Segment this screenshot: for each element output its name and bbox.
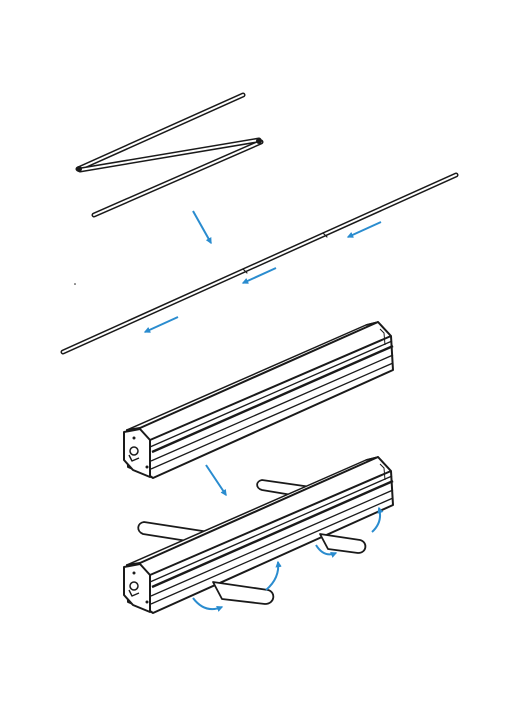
rotate-arrow-icon	[315, 544, 338, 558]
tension-knob-icon	[129, 446, 139, 456]
pole-section-1	[75, 92, 246, 172]
pole-section-2	[77, 137, 262, 173]
pole-joint	[76, 166, 82, 172]
rotate-arrows	[192, 506, 384, 612]
pole-section-3	[91, 139, 264, 218]
folded-pole-sections	[75, 92, 264, 218]
arrow-left-icon	[241, 267, 277, 284]
tension-knob-icon	[129, 581, 139, 591]
pole-joint	[256, 138, 262, 144]
arrow-down-right-icon	[192, 210, 212, 245]
stray-mark	[74, 283, 76, 285]
rotate-arrow-icon	[371, 506, 384, 533]
base-with-feet	[123, 456, 394, 614]
pole-joint-mark	[322, 232, 328, 238]
arrow-down-right-icon	[205, 464, 227, 497]
base-cassette	[123, 321, 394, 479]
pole-joint-mark	[242, 268, 248, 274]
rotate-arrow-icon	[192, 597, 224, 612]
arrow-left-icon	[143, 316, 179, 333]
slide-arrows	[143, 221, 382, 333]
stabilizer-foot	[212, 581, 275, 605]
rotate-arrow-icon	[265, 560, 282, 591]
assembled-pole	[60, 172, 459, 355]
arrow-left-icon	[346, 221, 382, 238]
stabilizer-foot	[319, 533, 367, 554]
